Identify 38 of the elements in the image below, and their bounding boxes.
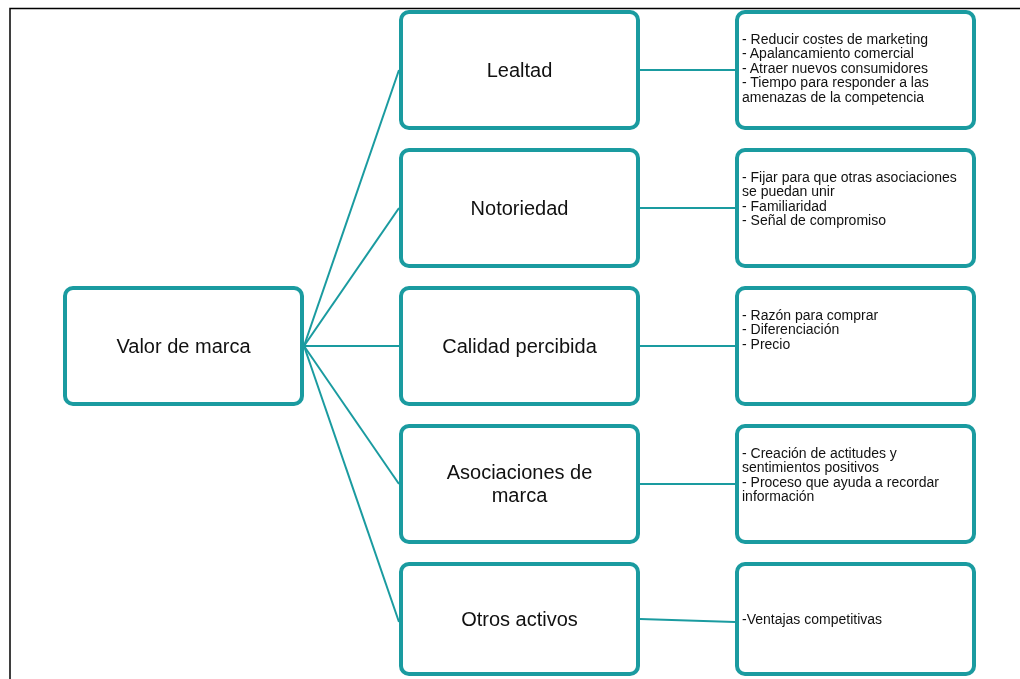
- concept-box: [399, 562, 640, 676]
- bullet-text: - Fijar para que otras asociaciones se puedan unir: [742, 170, 958, 199]
- description-box: [735, 10, 976, 130]
- concept-box: [63, 286, 304, 406]
- description-box: [735, 424, 976, 544]
- bullet-text: - Señal de compromiso: [742, 213, 886, 228]
- connector-line: [303, 345, 400, 485]
- connector-line: [639, 618, 736, 623]
- concept-box: [399, 148, 640, 268]
- concept-box: [399, 286, 640, 406]
- description-box: [735, 286, 976, 406]
- box-label: Otros activos: [461, 607, 578, 631]
- description-box: [735, 562, 976, 676]
- box-label: Lealtad: [486, 58, 553, 82]
- bullet-text: - Creación de actitudes y sentimientos positivos: [742, 446, 897, 475]
- bullet-text: - Tiempo para responder a las amenazas de la competencia: [742, 75, 930, 105]
- connector-line: [303, 345, 400, 347]
- bullet-text: - Atraer nuevos consumidores: [742, 60, 928, 76]
- box-label: Notoriedad: [470, 196, 569, 220]
- bullet-text: - Proceso que ayuda a recordar información: [742, 474, 940, 504]
- bullet-text: - Diferenciación: [742, 322, 840, 337]
- connector-line: [639, 207, 736, 209]
- connector-line: [303, 207, 400, 347]
- concept-box: [399, 424, 640, 544]
- bullet-text: - Precio: [742, 336, 791, 352]
- box-label: Valor de marca: [116, 334, 251, 358]
- bullet-text: - Reducir costes de marketing: [742, 32, 928, 47]
- bullet-text: - Apalancamiento comercial: [742, 46, 914, 61]
- box-label: Asociaciones de marca: [445, 461, 594, 507]
- description-box: [735, 148, 976, 268]
- bullet-text: -Ventajas competitivas: [742, 611, 883, 627]
- connector-line: [639, 483, 736, 485]
- connector-line: [639, 69, 736, 71]
- connector-line: [639, 345, 736, 347]
- bullet-text: - Razón para comprar: [742, 308, 879, 323]
- concept-box: [399, 10, 640, 130]
- box-label: Calidad percibida: [442, 334, 597, 358]
- bullet-text: - Familiaridad: [742, 198, 827, 214]
